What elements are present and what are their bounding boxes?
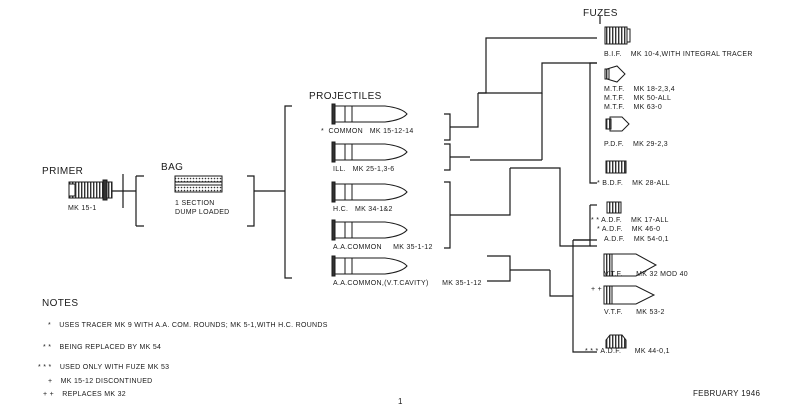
projectile-mk: MK 15-12-14 xyxy=(369,128,414,135)
fuze-mark: * * * xyxy=(585,348,599,355)
fuze-adf-icon xyxy=(606,201,622,214)
fuze-adf-label: * * A.D.F. MK 17-ALL xyxy=(591,217,669,225)
fuze-mk: MK 10-4,WITH INTEGRAL TRACER xyxy=(630,51,753,58)
fuze-vtf-label: V.T.F. MK 32 MOD 40 xyxy=(604,271,688,279)
note-item: * * BEING REPLACED BY MK 54 xyxy=(43,344,161,351)
projectile-mk: MK 35-1-12 xyxy=(393,244,433,251)
fuze-type: B.D.F. xyxy=(602,180,624,187)
projectile-mk: MK 34-1&2 xyxy=(354,206,393,213)
fuze-type: A.D.F. xyxy=(601,217,623,224)
fuze-vtf-mk32-icon xyxy=(603,253,658,277)
projectile-name: A.A.COMMON xyxy=(333,244,382,251)
note-mark: * xyxy=(48,322,52,329)
fuze-type: A.D.F. xyxy=(600,348,622,355)
fuze-mk: MK 29-2,3 xyxy=(632,141,668,148)
fuze-mtf-icon xyxy=(604,65,626,83)
fuze-vtf-label: V.T.F. MK 53-2 xyxy=(604,309,665,317)
fuze-mk: MK 32 MOD 40 xyxy=(636,271,688,278)
fuze-mk: MK 17-ALL xyxy=(631,217,669,224)
projectile-hc-icon xyxy=(331,181,408,203)
notes-heading: NOTES xyxy=(42,298,79,309)
fuze-mk: MK 54-0,1 xyxy=(633,236,669,243)
fuze-type: V.T.F. xyxy=(604,309,623,316)
fuze-adf-last-label: * * * A.D.F. MK 44-0,1 xyxy=(585,348,670,356)
fuze-mtf-label: M.T.F. MK 50-ALL xyxy=(604,95,671,103)
note-mark: * * xyxy=(43,344,52,351)
note-text: BEING REPLACED BY MK 54 xyxy=(59,344,162,351)
fuze-type: P.D.F. xyxy=(604,141,624,148)
fuze-pdf-icon xyxy=(605,116,630,132)
note-item: + + REPLACES MK 32 xyxy=(43,391,126,398)
fuze-type: V.T.F. xyxy=(604,271,623,278)
note-item: * USES TRACER MK 9 WITH A.A. COM. ROUNDS… xyxy=(48,322,328,329)
fuze-mtf-label: M.T.F. MK 63-0 xyxy=(604,104,662,112)
note-mark: + + xyxy=(43,391,55,398)
fuzes-heading: FUZES xyxy=(583,8,618,19)
fuze-adf-mk44-icon xyxy=(605,334,627,349)
note-text: REPLACES MK 32 xyxy=(62,391,127,398)
projectiles-heading: PROJECTILES xyxy=(309,91,382,102)
projectile-mk: MK 25-1,3-6 xyxy=(352,166,395,173)
projectile-ill-icon xyxy=(331,141,408,163)
fuze-mk: MK 46-0 xyxy=(631,226,661,233)
note-text: USED ONLY WITH FUZE MK 53 xyxy=(59,364,170,371)
fuze-adf-label: A.D.F. MK 54-0,1 xyxy=(604,236,669,244)
fuze-type: A.D.F. xyxy=(601,226,623,233)
bag-label-line2: DUMP LOADED xyxy=(175,209,230,216)
fuze-type: M.T.F. xyxy=(604,95,625,102)
projectile-name: H.C. xyxy=(333,206,349,213)
projectile-label: H.C. MK 34-1&2 xyxy=(333,206,393,214)
fuze-mk: MK 18-2,3,4 xyxy=(633,86,675,93)
page-number: 1 xyxy=(398,397,403,406)
primer-icon xyxy=(68,179,113,201)
fuze-bif-icon xyxy=(604,26,631,45)
fuze-adf-label: * A.D.F. MK 46-0 xyxy=(597,226,660,234)
projectile-name: COMMON xyxy=(328,128,363,135)
fuze-type: A.D.F. xyxy=(604,236,625,243)
fuze-type: M.T.F. xyxy=(604,86,625,93)
fuze-pdf-label: P.D.F. MK 29-2,3 xyxy=(604,141,668,149)
fuze-mark: * xyxy=(597,226,601,233)
projectile-label: * COMMON MK 15-12-14 xyxy=(321,128,414,136)
projectile-aa-common-vt-icon xyxy=(331,255,408,277)
projectile-name: ILL. xyxy=(333,166,346,173)
fuze-bdf-label: * B.D.F. MK 28-ALL xyxy=(597,180,670,188)
fuze-vtf-mk53-icon xyxy=(603,285,656,305)
projectile-label: ILL. MK 25-1,3-6 xyxy=(333,166,394,174)
fuze-mark: * * xyxy=(591,217,600,224)
note-item: + MK 15-12 DISCONTINUED xyxy=(48,378,153,385)
fuze-type: M.T.F. xyxy=(604,104,625,111)
projectile-aa-common-icon xyxy=(331,219,408,241)
fuze-mk: MK 63-0 xyxy=(633,104,663,111)
fuze-mtf-label: M.T.F. MK 18-2,3,4 xyxy=(604,86,675,94)
fuze-vtf2-mark: + + xyxy=(591,286,603,293)
connector-lines xyxy=(112,16,601,353)
fuze-bdf-icon xyxy=(605,160,627,174)
fuze-mk: MK 50-ALL xyxy=(633,95,672,102)
fuze-type: B.I.F. xyxy=(604,51,622,58)
primer-label: MK 15-1 xyxy=(68,205,97,212)
note-item: * * * USED ONLY WITH FUZE MK 53 xyxy=(38,364,169,371)
projectile-label: A.A.COMMON,(V.T.CAVITY) MK 35-1-12 xyxy=(333,280,482,288)
projectile-name: A.A.COMMON,(V.T.CAVITY) xyxy=(333,280,429,287)
projectile-mk: MK 35-1-12 xyxy=(442,280,482,287)
note-text: MK 15-12 DISCONTINUED xyxy=(60,378,153,385)
note-mark: * * * xyxy=(38,364,52,371)
bag-label-line1: 1 SECTION xyxy=(175,200,215,207)
fuze-mark: * xyxy=(597,180,601,187)
bag-icon xyxy=(174,175,223,193)
note-text: USES TRACER MK 9 WITH A.A. COM. ROUNDS; … xyxy=(59,322,328,329)
projectile-mark: * xyxy=(321,128,325,135)
projectile-common-icon xyxy=(331,103,408,125)
fuze-mk: MK 53-2 xyxy=(636,309,665,316)
primer-heading: PRIMER xyxy=(42,166,84,177)
fuze-mk: MK 28-ALL xyxy=(632,180,670,187)
fuze-mk: MK 44-0,1 xyxy=(634,348,670,355)
projectile-label: A.A.COMMON MK 35-1-12 xyxy=(333,244,433,252)
fuze-bif-label: B.I.F. MK 10-4,WITH INTEGRAL TRACER xyxy=(604,51,753,59)
footer-date: FEBRUARY 1946 xyxy=(693,389,761,398)
note-mark: + xyxy=(48,378,53,385)
bag-heading: BAG xyxy=(161,162,184,173)
